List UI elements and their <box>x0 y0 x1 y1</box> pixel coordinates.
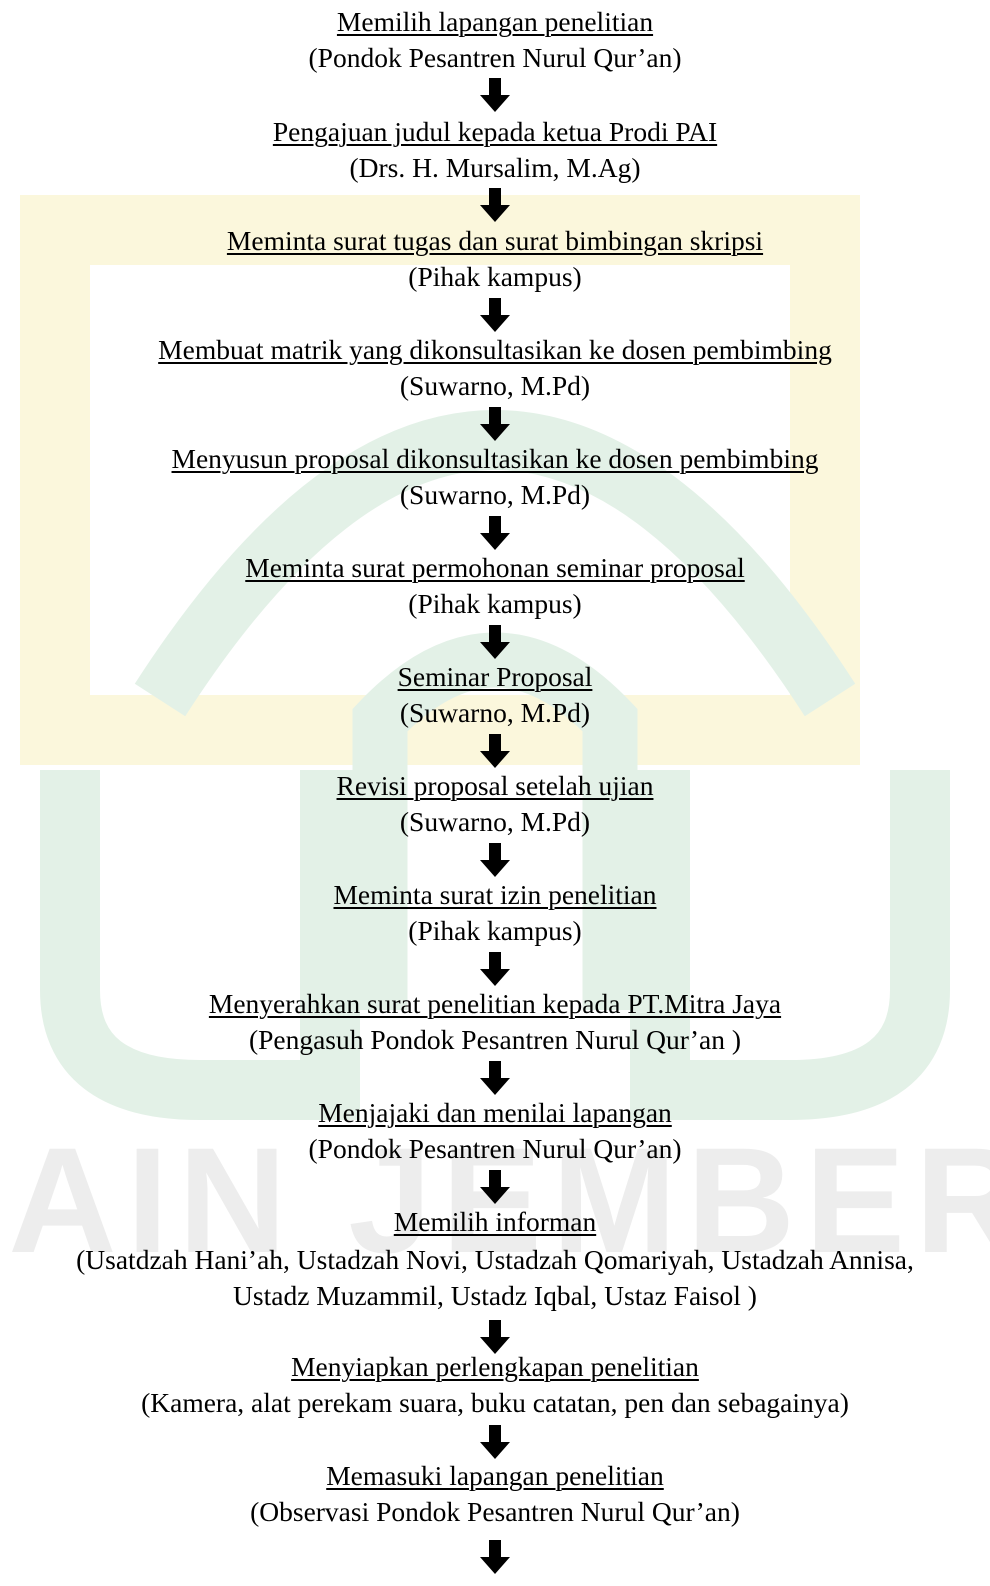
step-10-title: Menyerahkan surat penelitian kepada PT.M… <box>208 988 782 1019</box>
step-8-detail: (Suwarno, M.Pd) <box>399 806 591 837</box>
step-2-title: Pengajuan judul kepada ketua Prodi PAI <box>272 116 718 147</box>
step-3-title: Meminta surat tugas dan surat bimbingan … <box>226 225 764 256</box>
step-5-detail: (Suwarno, M.Pd) <box>399 479 591 510</box>
step-13-detail: (Kamera, alat perekam suara, buku catata… <box>141 1387 849 1418</box>
step-6-title: Meminta surat permohonan seminar proposa… <box>245 552 745 583</box>
step-11-detail: (Pondok Pesantren Nurul Qur’an) <box>308 1133 682 1164</box>
step-1-title: Memilih lapangan penelitian <box>336 6 654 37</box>
step-12-title: Memilih informan <box>393 1206 597 1237</box>
step-10-detail: (Pengasuh Pondok Pesantren Nurul Qur’an … <box>248 1024 742 1055</box>
step-11-title: Menjajaki dan menilai lapangan <box>318 1097 672 1128</box>
down-arrow-icon <box>480 952 510 986</box>
watermark-green-arch <box>352 632 638 1010</box>
down-arrow-icon <box>480 188 510 222</box>
step-12-detail-line-1: (Usatdzah Hani’ah, Ustadzah Novi, Ustadz… <box>76 1244 914 1275</box>
down-arrow-icon <box>480 1320 510 1354</box>
step-5-title: Menyusun proposal dikonsultasikan ke dos… <box>171 443 819 474</box>
down-arrow-icon <box>480 298 510 332</box>
down-arrow-icon <box>480 1540 510 1574</box>
step-7-title: Seminar Proposal <box>397 661 593 692</box>
step-6-detail: (Pihak kampus) <box>408 588 582 619</box>
watermark-yellow-frame <box>20 195 860 765</box>
down-arrow-icon <box>480 843 510 877</box>
down-arrow-icon <box>480 625 510 659</box>
step-14-detail: (Observasi Pondok Pesantren Nurul Qur’an… <box>250 1496 740 1527</box>
down-arrow-icon <box>480 1425 510 1459</box>
step-13-title: Menyiapkan perlengkapan penelitian <box>291 1351 699 1382</box>
step-2-detail: (Drs. H. Mursalim, M.Ag) <box>349 152 641 183</box>
step-8-title: Revisi proposal setelah ujian <box>336 770 654 801</box>
step-9-detail: (Pihak kampus) <box>408 915 582 946</box>
down-arrow-icon <box>480 407 510 441</box>
step-3-detail: (Pihak kampus) <box>408 261 582 292</box>
down-arrow-icon <box>480 78 510 112</box>
step-4-title: Membuat matrik yang dikonsultasikan ke d… <box>158 334 832 365</box>
down-arrow-icon <box>480 734 510 768</box>
down-arrow-icon <box>480 1061 510 1095</box>
watermark-green-u-right <box>630 770 950 1120</box>
down-arrow-icon <box>480 516 510 550</box>
watermark-green-u-left <box>40 770 360 1120</box>
step-14-title: Memasuki lapangan penelitian <box>326 1460 664 1491</box>
down-arrow-icon <box>480 1170 510 1204</box>
step-7-detail: (Suwarno, M.Pd) <box>399 697 591 728</box>
step-9-title: Meminta surat izin penelitian <box>333 879 657 910</box>
step-12-detail-line-2: Ustadz Muzammil, Ustadz Iqbal, Ustaz Fai… <box>233 1280 757 1311</box>
step-1-detail: (Pondok Pesantren Nurul Qur’an) <box>308 42 682 73</box>
step-4-detail: (Suwarno, M.Pd) <box>399 370 591 401</box>
